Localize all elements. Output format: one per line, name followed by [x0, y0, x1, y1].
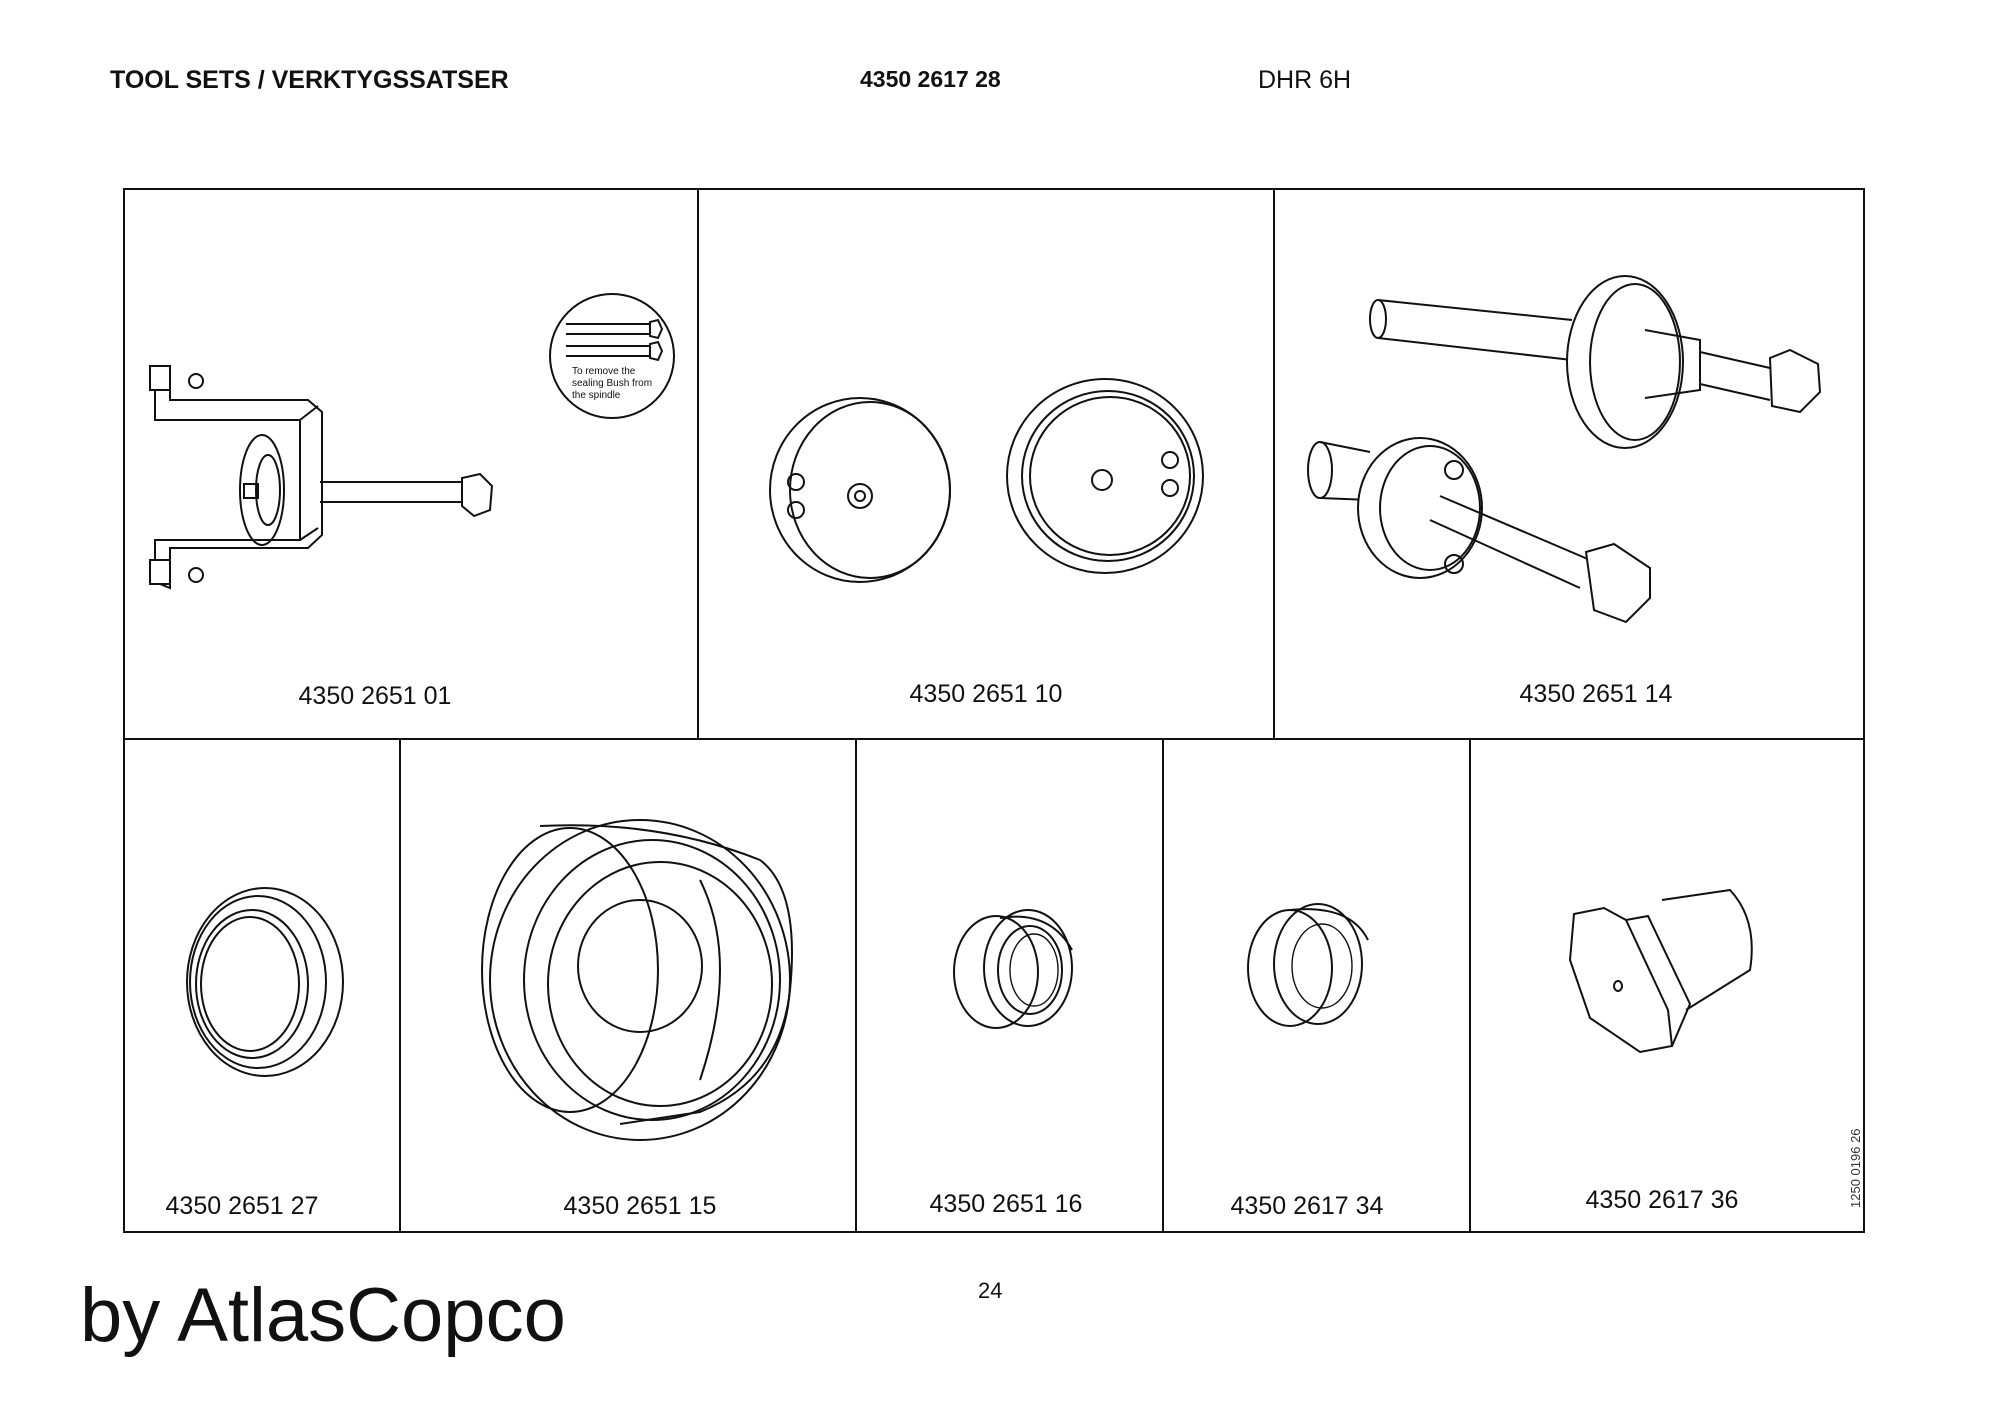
publisher-text: by AtlasCopco	[80, 1273, 566, 1358]
panel-part-number: 4350 2651 16	[929, 1190, 1083, 1218]
small-bushing-icon	[1247, 903, 1369, 1027]
ring-icon	[186, 887, 344, 1077]
panel-part-number: 4350 2651 10	[909, 680, 1063, 708]
panel-part-number: 4350 2617 34	[1230, 1192, 1384, 1220]
drawing-id: 1250 0196 26	[1848, 1128, 1863, 1208]
annotation-circle	[549, 293, 675, 419]
puller-tool-icon	[149, 365, 494, 590]
bolt-discs-icon	[1307, 275, 1822, 624]
panel-part-number: 4350 2617 36	[1585, 1186, 1739, 1214]
flanged-sleeve-icon	[1568, 888, 1753, 1054]
small-bushing-icon	[953, 909, 1073, 1029]
screws-icon	[566, 318, 664, 362]
panel-part-number: 4350 2651 01	[298, 682, 452, 710]
header-title: TOOL SETS / VERKTYGSSATSER	[110, 66, 509, 94]
disc-plates-icon	[769, 378, 1204, 583]
panel-part-number: 4350 2651 27	[165, 1192, 319, 1220]
page-number: 24	[978, 1278, 1003, 1303]
annotation-text: To remove the sealing Bush from the spin…	[572, 366, 653, 401]
panel-part-number: 4350 2651 15	[563, 1192, 717, 1220]
panel-part-number: 4350 2651 14	[1519, 680, 1673, 708]
header-part-number: 4350 2617 28	[860, 66, 1001, 92]
large-bushing-icon	[481, 819, 793, 1141]
header-model: DHR 6H	[1258, 66, 1352, 94]
